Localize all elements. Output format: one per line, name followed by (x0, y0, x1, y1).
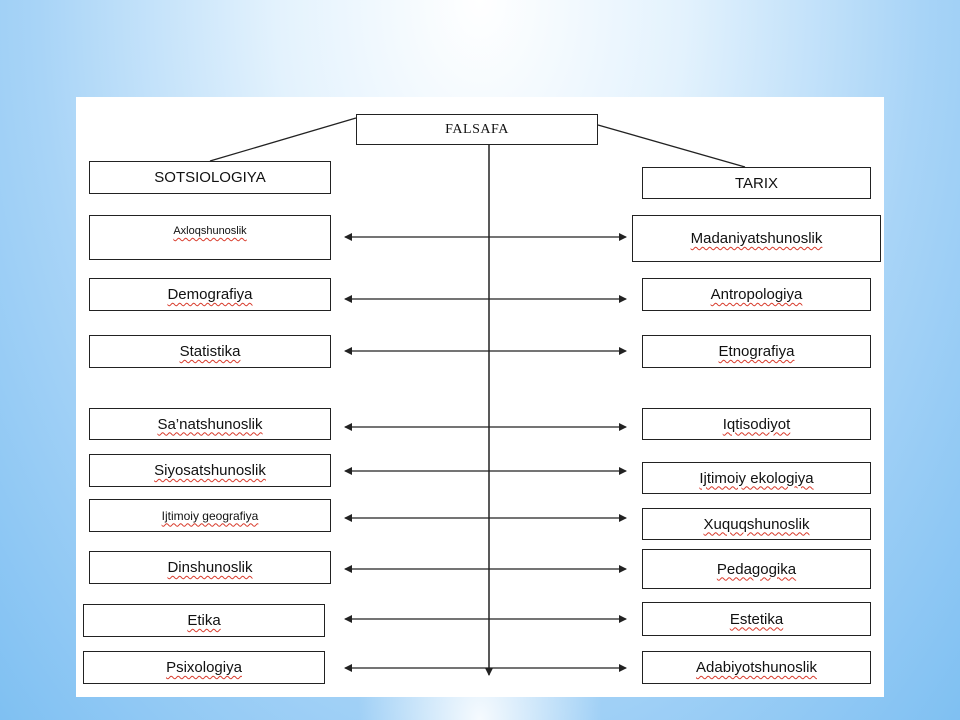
right-item: Madaniyatshunoslik (632, 215, 881, 262)
left-item: Ijtimoiy geografiya (89, 499, 331, 532)
left-item-label: Etika (187, 612, 221, 629)
right-header-label: TARIX (734, 174, 779, 192)
right-item-label: Pedagogika (716, 560, 797, 578)
left-item: Statistika (89, 335, 331, 368)
right-header-tarix: TARIX (642, 167, 871, 199)
left-item: Psixologiya (83, 651, 325, 684)
right-item: Xuquqshunoslik (642, 508, 871, 540)
left-header-sotsiologiya: SOTSIOLOGIYA (89, 161, 331, 194)
right-item-label: Antropologiya (710, 286, 803, 303)
left-item-label: Ijtimoiy geografiya (161, 508, 259, 523)
right-item-label: Ijtimoiy ekologiya (699, 469, 814, 487)
right-item: Adabiyotshunoslik (642, 651, 871, 684)
root-node-falsafa: FALSAFA (356, 114, 598, 145)
left-item-label: Statistika (179, 343, 241, 360)
right-item-label: Iqtisodiyot (722, 415, 791, 433)
right-item: Estetika (642, 602, 871, 636)
left-item-label: Dinshunoslik (167, 559, 253, 576)
right-item-label: Estetika (729, 610, 784, 628)
right-item-label: Madaniyatshunoslik (690, 230, 823, 247)
left-item-label: Demografiya (167, 286, 253, 303)
right-item-label: Adabiyotshunoslik (696, 659, 817, 676)
right-item: Ijtimoiy ekologiya (642, 462, 871, 494)
right-item: Iqtisodiyot (642, 408, 871, 440)
left-item: Etika (83, 604, 325, 637)
left-item-label: Psixologiya (166, 659, 242, 676)
root-to-sotsiologiya-line (209, 117, 357, 162)
right-item: Pedagogika (642, 549, 871, 589)
left-item-label: Axloqshunoslik (173, 225, 247, 237)
right-item: Etnografiya (642, 335, 871, 368)
left-item: Siyosatshunoslik (89, 454, 331, 487)
left-item-label: Sa’natshunoslik (157, 415, 263, 433)
root-node-label: FALSAFA (445, 121, 509, 137)
root-to-tarix-line (597, 124, 746, 168)
left-item: Dinshunoslik (89, 551, 331, 584)
right-item-label: Xuquqshunoslik (703, 515, 810, 533)
horizontal-arrows (344, 233, 627, 672)
left-header-label: SOTSIOLOGIYA (154, 169, 266, 186)
left-item-label: Siyosatshunoslik (154, 462, 266, 479)
left-item: Axloqshunoslik (89, 215, 331, 260)
right-item-label: Etnografiya (718, 343, 795, 360)
left-item: Sa’natshunoslik (89, 408, 331, 440)
left-item: Demografiya (89, 278, 331, 311)
right-item: Antropologiya (642, 278, 871, 311)
